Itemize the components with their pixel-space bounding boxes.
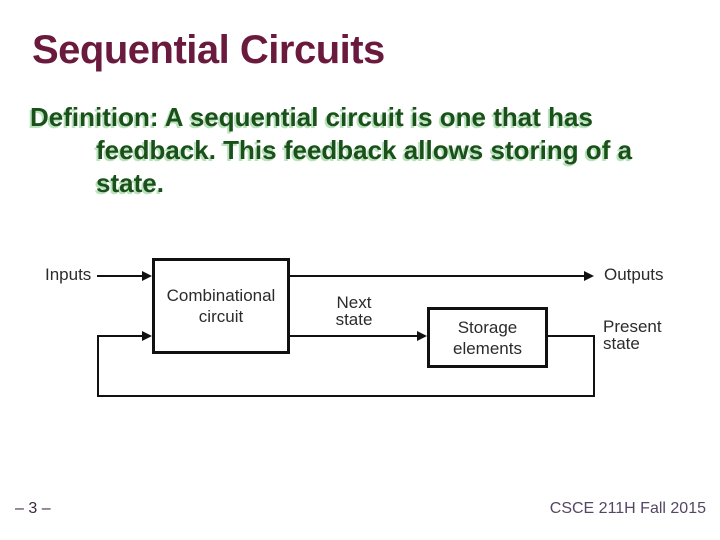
arrowhead-right-icon bbox=[584, 271, 594, 281]
arrowhead-right-icon bbox=[142, 271, 152, 281]
course-footer: CSCE 211H Fall 2015 bbox=[549, 500, 706, 517]
feedback-bottom-line bbox=[97, 395, 595, 397]
arrowhead-right-icon bbox=[142, 331, 152, 341]
present-state-line bbox=[548, 335, 595, 337]
next-state-line bbox=[290, 335, 418, 337]
feedback-entry-line bbox=[97, 335, 143, 337]
inputs-line bbox=[97, 275, 143, 277]
definition-line-1: Definition: A sequential circuit is one … bbox=[30, 102, 593, 132]
outputs-line bbox=[290, 275, 585, 277]
next-state-label: Next state bbox=[335, 293, 373, 329]
feedback-right-riser bbox=[593, 336, 595, 397]
outputs-label: Outputs bbox=[604, 265, 664, 284]
inputs-label: Inputs bbox=[45, 265, 92, 284]
feedback-left-riser bbox=[97, 336, 99, 397]
slide-title: Sequential Circuits bbox=[32, 28, 385, 72]
present-state-label: Present state bbox=[603, 317, 662, 353]
combinational-circuit-box: Combinational circuit bbox=[152, 258, 290, 354]
storage-elements-label: Storage elements bbox=[453, 317, 522, 358]
storage-elements-box: Storage elements bbox=[427, 307, 548, 368]
combinational-circuit-label: Combinational circuit bbox=[166, 286, 276, 326]
definition-line-2: feedback. This feedback allows storing o… bbox=[96, 135, 633, 165]
definition-paragraph: Definition: A sequential circuit is one … bbox=[30, 101, 670, 200]
definition-line-3: state. bbox=[96, 168, 164, 198]
page-number: – 3 – bbox=[15, 500, 51, 517]
arrowhead-right-icon bbox=[417, 331, 427, 341]
